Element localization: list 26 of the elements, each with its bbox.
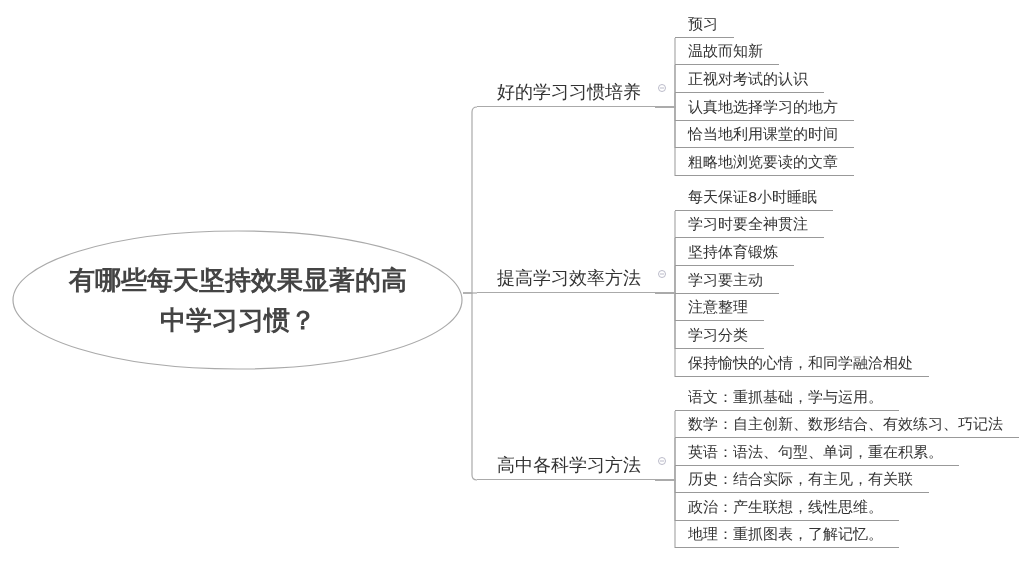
leaf-label: 粗略地浏览要读的文章 bbox=[675, 149, 854, 176]
leaf-label: 英语：语法、句型、单词，重在积累。 bbox=[675, 439, 959, 466]
leaf-label: 坚持体育锻炼 bbox=[675, 239, 794, 266]
leaf-label: 学习时要全神贯注 bbox=[675, 211, 824, 238]
leaf-label: 预习 bbox=[675, 11, 734, 38]
leaf-label: 保持愉快的心情，和同学融洽相处 bbox=[675, 350, 929, 377]
leaf-label: 学习要主动 bbox=[675, 267, 779, 294]
leaf-label: 温故而知新 bbox=[675, 38, 779, 65]
leaf-label: 每天保证8小时睡眠 bbox=[675, 184, 834, 211]
branch-label: 好的学习习惯培养 bbox=[477, 77, 655, 107]
leaf-label: 注意整理 bbox=[675, 294, 764, 321]
leaf-label: 数学：自主创新、数形结合、有效练习、巧记法 bbox=[675, 411, 1019, 438]
leaf-label: 正视对考试的认识 bbox=[675, 66, 824, 93]
leaf-label: 历史：结合实际，有主见，有关联 bbox=[675, 466, 929, 493]
connector-line bbox=[654, 479, 676, 549]
leaf-label: 语文：重抓基础，学与运用。 bbox=[675, 384, 899, 411]
topic-ellipse bbox=[12, 230, 463, 370]
branch-label: 高中各科学习方法 bbox=[477, 450, 655, 480]
leaf-label: 学习分类 bbox=[675, 322, 764, 349]
leaf-label: 政治：产生联想，线性思维。 bbox=[675, 494, 899, 521]
connector-line bbox=[462, 292, 478, 481]
topic-text: 有哪些每天坚持效果显著的高中学习习惯？ bbox=[67, 264, 408, 337]
leaf-label: 恰当地利用课堂的时间 bbox=[675, 121, 854, 148]
leaf-label: 地理：重抓图表，了解记忆。 bbox=[675, 521, 899, 548]
leaf-label: 认真地选择学习的地方 bbox=[675, 94, 854, 121]
branch-label: 提高学习效率方法 bbox=[477, 263, 655, 293]
